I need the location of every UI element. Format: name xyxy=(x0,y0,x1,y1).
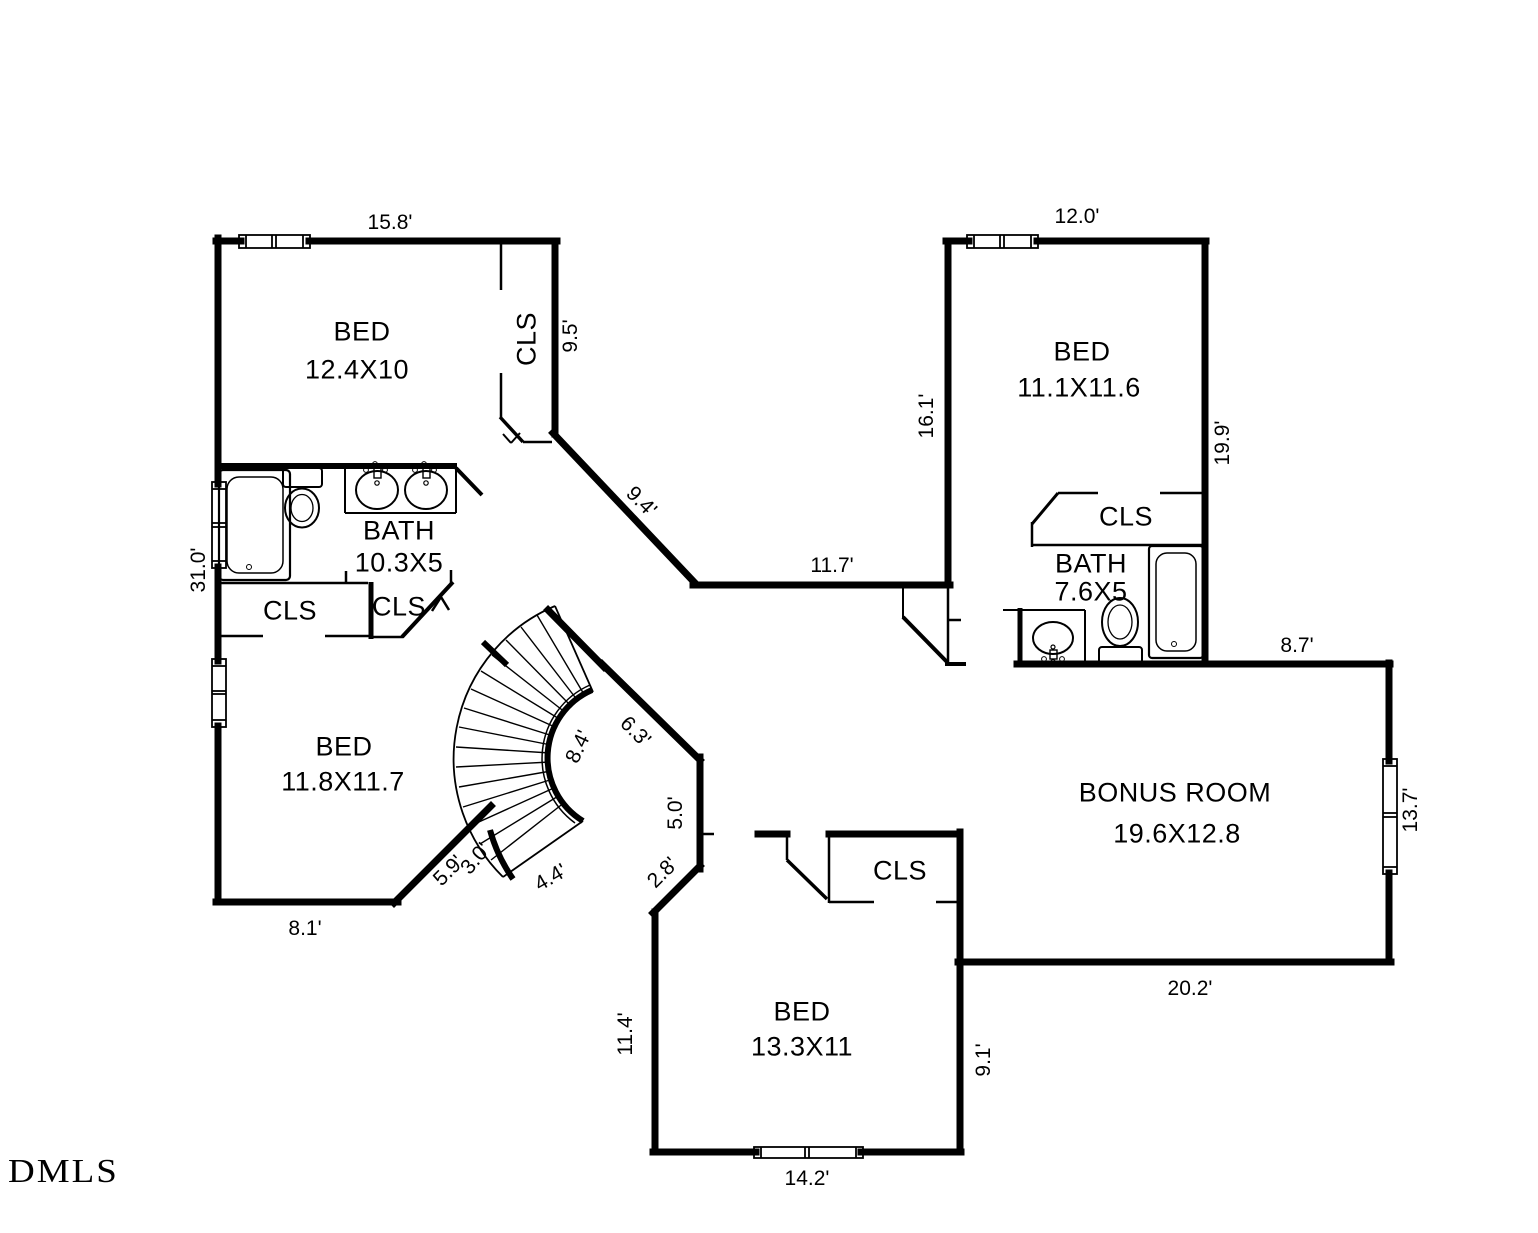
toilet-icon xyxy=(282,467,323,529)
door-leaf xyxy=(901,615,949,664)
dim-31-0: 31.0' xyxy=(187,547,210,593)
bathtub-icon xyxy=(1147,544,1205,660)
dim-12-0: 12.0' xyxy=(1054,205,1100,228)
staircase xyxy=(452,605,594,881)
dim-9-5: 9.5' xyxy=(559,319,582,353)
wall-diagonal-5-9 xyxy=(389,801,496,908)
closet-label-top-right: CLS xyxy=(1098,501,1154,532)
closet-label-bottom: CLS xyxy=(872,855,928,886)
dim-8-7: 8.7' xyxy=(1280,634,1314,657)
room-dims-bath-right: 7.6X5 xyxy=(1054,576,1128,607)
room-dims-bed-top-right: 11.1X11.6 xyxy=(1017,372,1141,403)
wall-diagonal-2-8 xyxy=(648,861,705,918)
room-label-bed-bottom: BED xyxy=(773,996,831,1027)
dim-9-1: 9.1' xyxy=(972,1043,995,1077)
stair-edge xyxy=(554,605,594,693)
sink-icon xyxy=(1020,609,1086,665)
wall xyxy=(543,605,609,672)
dim-11-7: 11.7' xyxy=(810,554,854,577)
double-sink-icon xyxy=(344,461,457,514)
room-label-bed-top-right: BED xyxy=(1053,336,1111,367)
room-label-bed-mid-left: BED xyxy=(315,731,373,762)
closets-left xyxy=(218,570,455,639)
bifold-chevron xyxy=(430,596,443,612)
stair-treads xyxy=(455,614,586,861)
dmls-logo: DMLS xyxy=(8,1152,119,1191)
door-leaf xyxy=(785,858,829,901)
closet-top-left xyxy=(498,243,552,444)
room-dims-bed-top-left: 12.4X10 xyxy=(304,354,410,385)
wall-diagonal-9-4 xyxy=(548,428,700,588)
window-icon xyxy=(211,658,227,728)
bifold-door xyxy=(400,580,455,639)
room-dims-bath-left: 10.3X5 xyxy=(354,547,444,578)
closet-label-left: CLS xyxy=(262,595,318,626)
door-hall-bonus xyxy=(901,587,1020,666)
dim-15-8: 15.8' xyxy=(367,211,413,234)
stair-outer-arc xyxy=(452,605,556,878)
bath-left-fixtures xyxy=(217,461,457,582)
bifold-chevron xyxy=(439,596,451,611)
room-dims-bonus-room: 19.6X12.8 xyxy=(1113,818,1241,849)
room-label-bonus-room: BONUS ROOM xyxy=(1078,777,1272,808)
dim-5-0: 5.0' xyxy=(664,796,687,830)
window-icon xyxy=(238,234,311,249)
dim-8-1: 8.1' xyxy=(288,917,322,940)
stair-outer-wall xyxy=(487,829,516,881)
room-label-bath-right: BATH xyxy=(1054,548,1128,579)
bathtub-icon xyxy=(217,468,292,582)
dim-16-1: 16.1' xyxy=(915,393,938,439)
toilet-icon xyxy=(1098,597,1143,665)
room-dims-bed-bottom: 13.3X11 xyxy=(750,1031,854,1062)
bifold-chevron xyxy=(510,432,521,444)
closet-door xyxy=(1030,492,1060,525)
closet-bottom xyxy=(698,832,959,904)
closet-label-top-left: CLS xyxy=(511,311,542,367)
closet-label-right: CLS xyxy=(371,591,427,622)
room-label-bed-top-left: BED xyxy=(333,316,391,347)
dim-20-2: 20.2' xyxy=(1167,977,1213,1000)
dim-11-4: 11.4' xyxy=(614,1012,637,1056)
window-icon xyxy=(966,234,1039,249)
dim-13-7: 13.7' xyxy=(1399,787,1422,833)
dim-19-9: 19.9' xyxy=(1211,420,1234,466)
room-dims-bed-mid-left: 11.8X11.7 xyxy=(281,766,405,797)
door-leaf xyxy=(454,466,484,497)
dim-14-2: 14.2' xyxy=(784,1167,830,1190)
wall-stub xyxy=(480,639,510,668)
room-label-bath-left: BATH xyxy=(362,515,436,546)
bifold-door xyxy=(498,415,525,444)
stair-edge xyxy=(502,820,584,878)
wall-diagonal-6-3 xyxy=(597,659,705,765)
bath-right-fixtures xyxy=(1020,544,1205,665)
exterior-walls xyxy=(212,234,1395,1156)
bifold-chevron xyxy=(502,433,512,444)
